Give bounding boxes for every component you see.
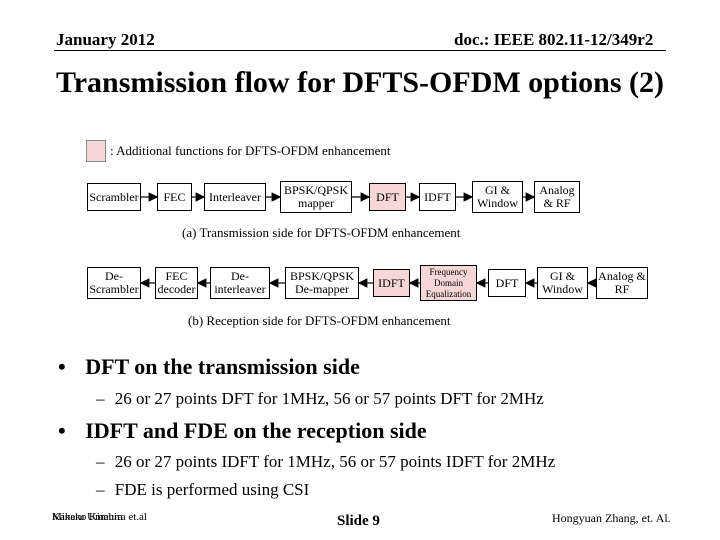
rx-deinterleaver-block: De-interleaver	[210, 267, 270, 299]
bullet-2: • IDFT and FDE on the reception side	[58, 418, 427, 444]
rx-analog-rf-block: Analog & RF	[596, 267, 648, 299]
bullet-2-sub-2-text: FDE is performed using CSI	[114, 480, 310, 499]
bullet-1-text: DFT on the transmission side	[85, 354, 360, 379]
header-date: January 2012	[56, 30, 155, 49]
rx-idft-block: IDFT	[373, 269, 410, 297]
rx-demapper-block: BPSK/QPSK De-mapper	[285, 267, 359, 299]
bullet-2-sub-2: – FDE is performed using CSI	[96, 480, 310, 499]
rx-dft-block: DFT	[488, 269, 526, 297]
tx-scrambler-block: Scrambler	[87, 183, 141, 211]
tx-fec-block: FEC	[157, 183, 192, 211]
tx-idft-block: IDFT	[419, 183, 456, 211]
header-doc-id: doc.: IEEE 802.11-12/349r2	[454, 30, 654, 49]
slide-number: Slide 9	[337, 513, 380, 529]
bullet-dot: •	[58, 354, 66, 379]
rx-descrambler-block: De-Scrambler	[87, 267, 141, 299]
footer-author-b: Kakeru Umehira et.al	[52, 511, 147, 523]
tx-caption: (a) Transmission side for DFTS-OFDM enha…	[182, 225, 461, 240]
bullet-2-text: IDFT and FDE on the reception side	[85, 418, 427, 443]
header-rule	[54, 50, 666, 51]
rx-caption: (b) Reception side for DFTS-OFDM enhance…	[188, 313, 451, 328]
legend-swatch	[86, 140, 106, 162]
rx-gi-window-block: GI & Window	[537, 267, 588, 299]
slide-title: Transmission flow for DFTS-OFDM options …	[55, 66, 665, 99]
rx-fec-decoder-block: FEC decoder	[155, 267, 198, 299]
bullet-1-sub-1-text: 26 or 27 points DFT for 1MHz, 56 or 57 p…	[114, 389, 544, 408]
bullet-1: • DFT on the transmission side	[58, 354, 360, 380]
tx-gi-window-block: GI & Window	[472, 181, 523, 213]
legend-text: : Additional functions for DFTS-OFDM enh…	[110, 143, 391, 158]
bullet-2-sub-1-text: 26 or 27 points IDFT for 1MHz, 56 or 57 …	[114, 452, 556, 471]
footer-author-a: Minako Kimura	[52, 511, 123, 523]
tx-analog-rf-block: Analog & RF	[534, 181, 580, 213]
rx-fde-block: Frequency Domain Equalization	[420, 265, 477, 301]
bullet-2-sub-1: – 26 or 27 points IDFT for 1MHz, 56 or 5…	[96, 452, 556, 471]
bullet-1-sub-1: – 26 or 27 points DFT for 1MHz, 56 or 57…	[96, 389, 544, 408]
footer-right: Hongyuan Zhang, et. Al.	[552, 511, 671, 525]
tx-interleaver-block: Interleaver	[204, 183, 266, 211]
bullet-dot: •	[58, 418, 66, 443]
tx-mapper-block: BPSK/QPSK mapper	[280, 181, 352, 213]
tx-dft-block: DFT	[369, 183, 406, 211]
